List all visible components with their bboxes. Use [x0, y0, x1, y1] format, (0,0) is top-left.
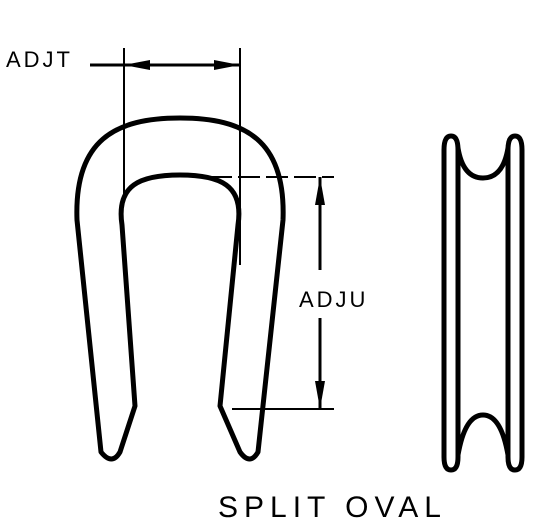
side-view-right-rail	[505, 133, 525, 473]
diagram-caption: SPLIT OVAL	[218, 491, 447, 524]
adju-label: ADJU	[299, 287, 368, 312]
side-view-left-rail	[441, 133, 461, 473]
adju-arrow-top	[315, 177, 325, 205]
adjt-arrow-right	[214, 60, 240, 70]
adju-dimension	[210, 176, 334, 410]
adjt-arrow-left	[124, 60, 150, 70]
adjt-label: ADJT	[6, 47, 73, 72]
split-oval-outline	[74, 115, 286, 462]
side-view-bottom-groove	[455, 412, 511, 458]
side-view	[441, 133, 525, 473]
adju-arrow-bottom	[315, 381, 325, 409]
adjt-dimension	[90, 48, 241, 265]
side-view-top-groove	[455, 145, 511, 181]
front-view	[74, 115, 286, 462]
